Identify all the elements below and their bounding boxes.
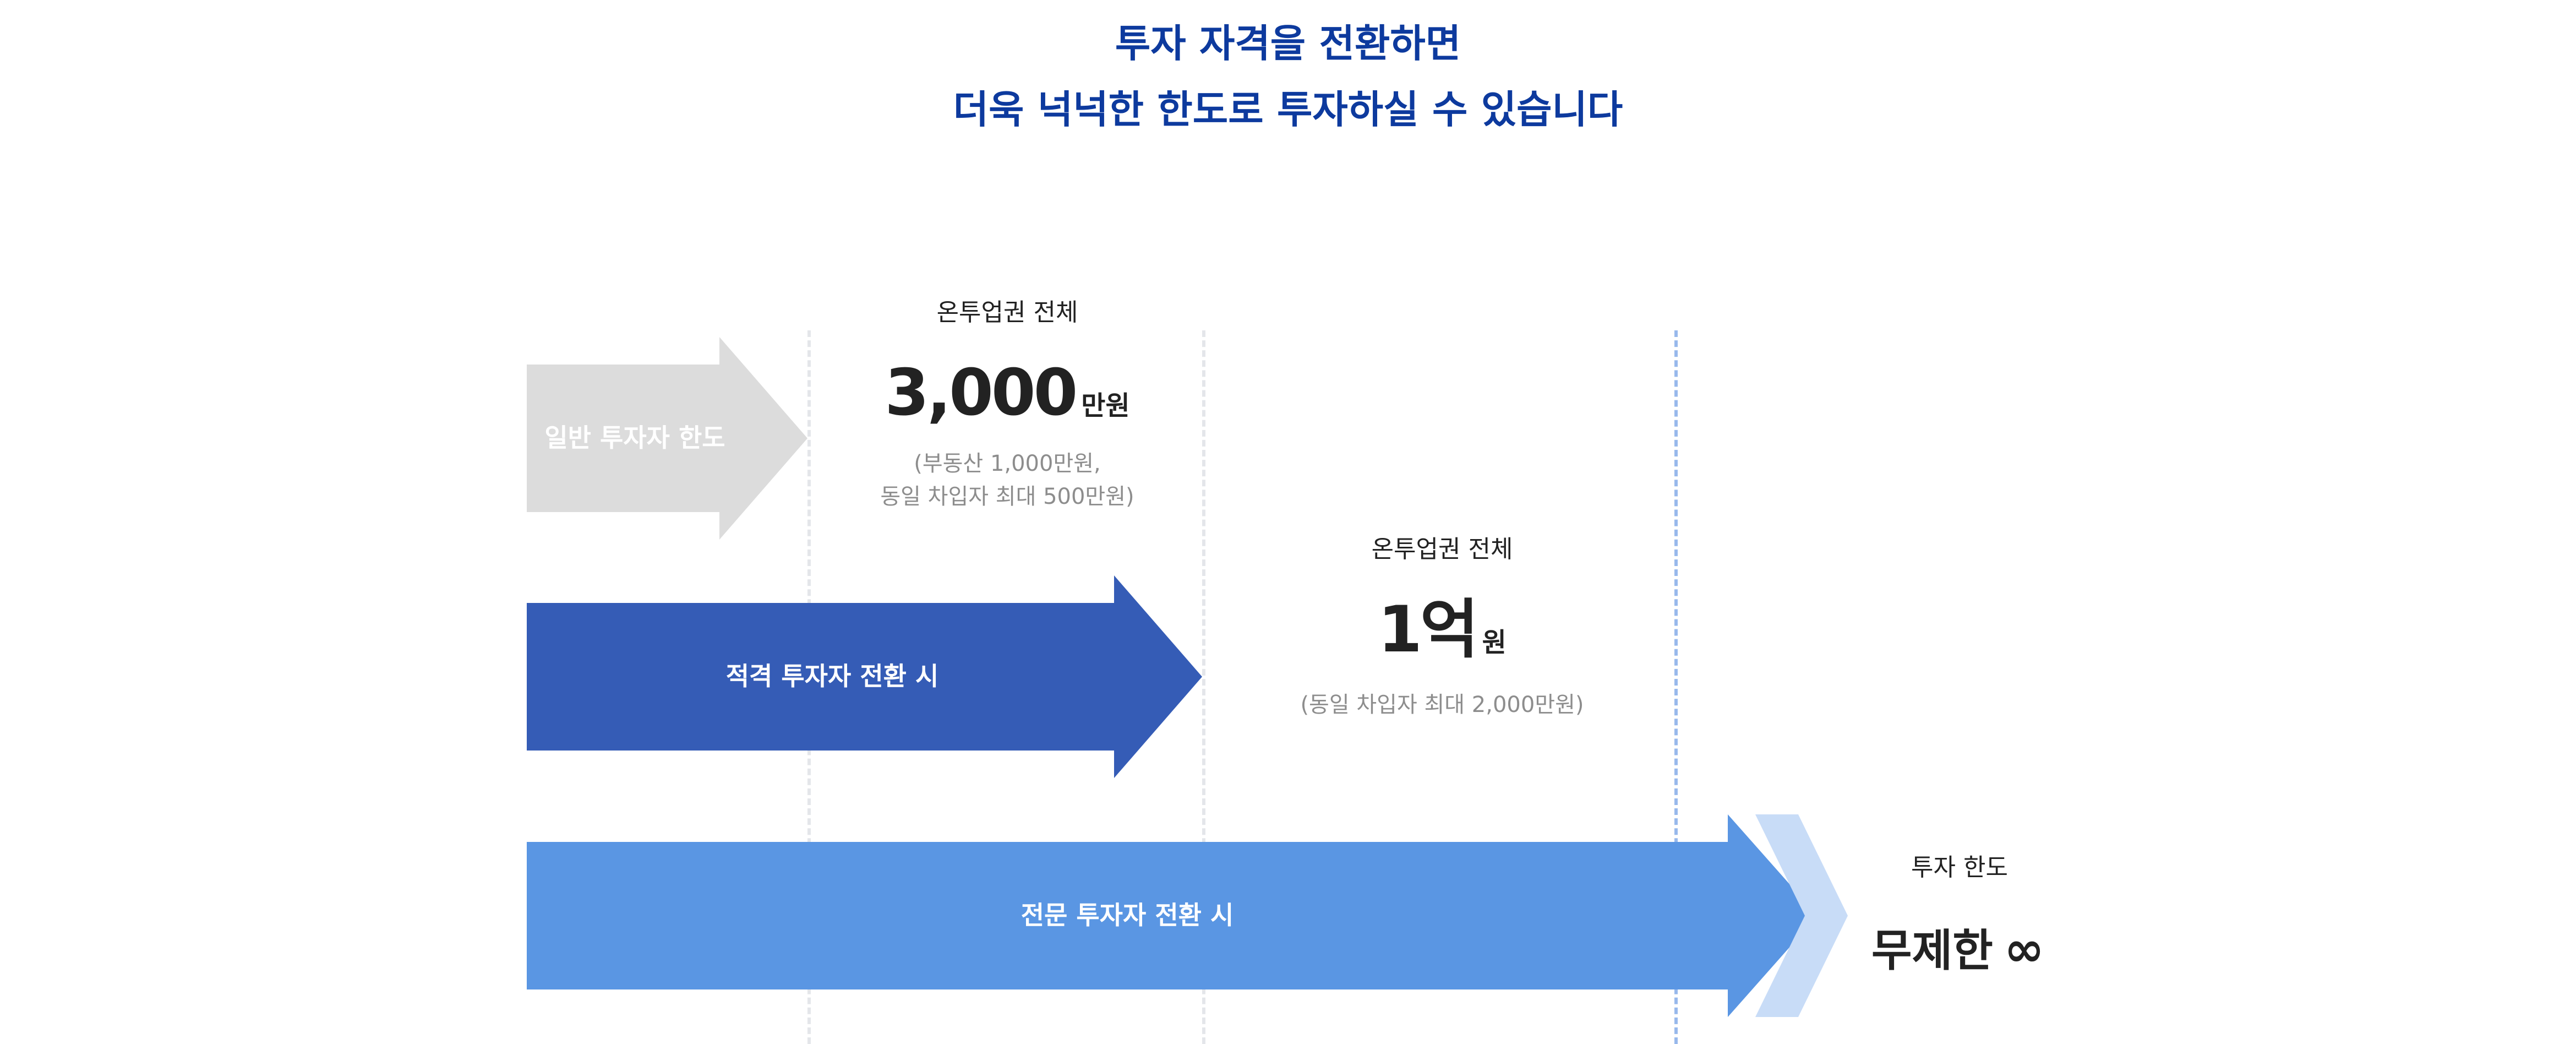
qualified-investor-arrow-shape (527, 575, 1202, 778)
qualified-caption: 온투업권 전체 (1371, 535, 1513, 563)
professional-investor-label: 전문 투자자 전환 시 (1020, 900, 1234, 930)
professional-limit-text: 무제한 (1871, 925, 1993, 976)
professional-investor-chevron (1755, 814, 1848, 1017)
general-amount-unit: 만원 (1081, 390, 1130, 421)
qualified-investor-label: 적격 투자자 전환 시 (725, 661, 939, 691)
qualified-note: (동일 차입자 최대 2,000만원) (1300, 692, 1584, 717)
qualified-amount-value: 1억 (1378, 592, 1478, 667)
guide-line-2 (1202, 330, 1205, 1044)
general-investor-arrow-shape (527, 337, 807, 540)
professional-limit: 무제한∞ (1871, 925, 2044, 974)
qualified-amount-unit: 원 (1482, 627, 1507, 658)
general-caption: 온투업권 전체 (936, 298, 1078, 327)
headline-line-2: 더욱 넉넉한 한도로 투자하실 수 있습니다 (953, 87, 1623, 132)
general-amount-value: 3,000 (885, 356, 1078, 430)
professional-investor-arrow-shape (527, 814, 1818, 1017)
qualified-investor-arrow (527, 575, 1202, 778)
general-investor-arrow (527, 337, 807, 540)
professional-caption: 투자 한도 (1911, 853, 2008, 882)
guide-line-3 (1674, 330, 1678, 1044)
general-investor-label: 일반 투자자 한도 (544, 423, 725, 453)
infinity-icon: ∞ (2004, 921, 2045, 977)
professional-investor-arrow (527, 814, 1848, 1017)
headline-line-1: 투자 자격을 전환하면 (1115, 21, 1461, 66)
general-note-line-2: 동일 차입자 최대 500만원) (880, 484, 1134, 509)
general-note-line-1: (부동산 1,000만원, (914, 451, 1101, 476)
